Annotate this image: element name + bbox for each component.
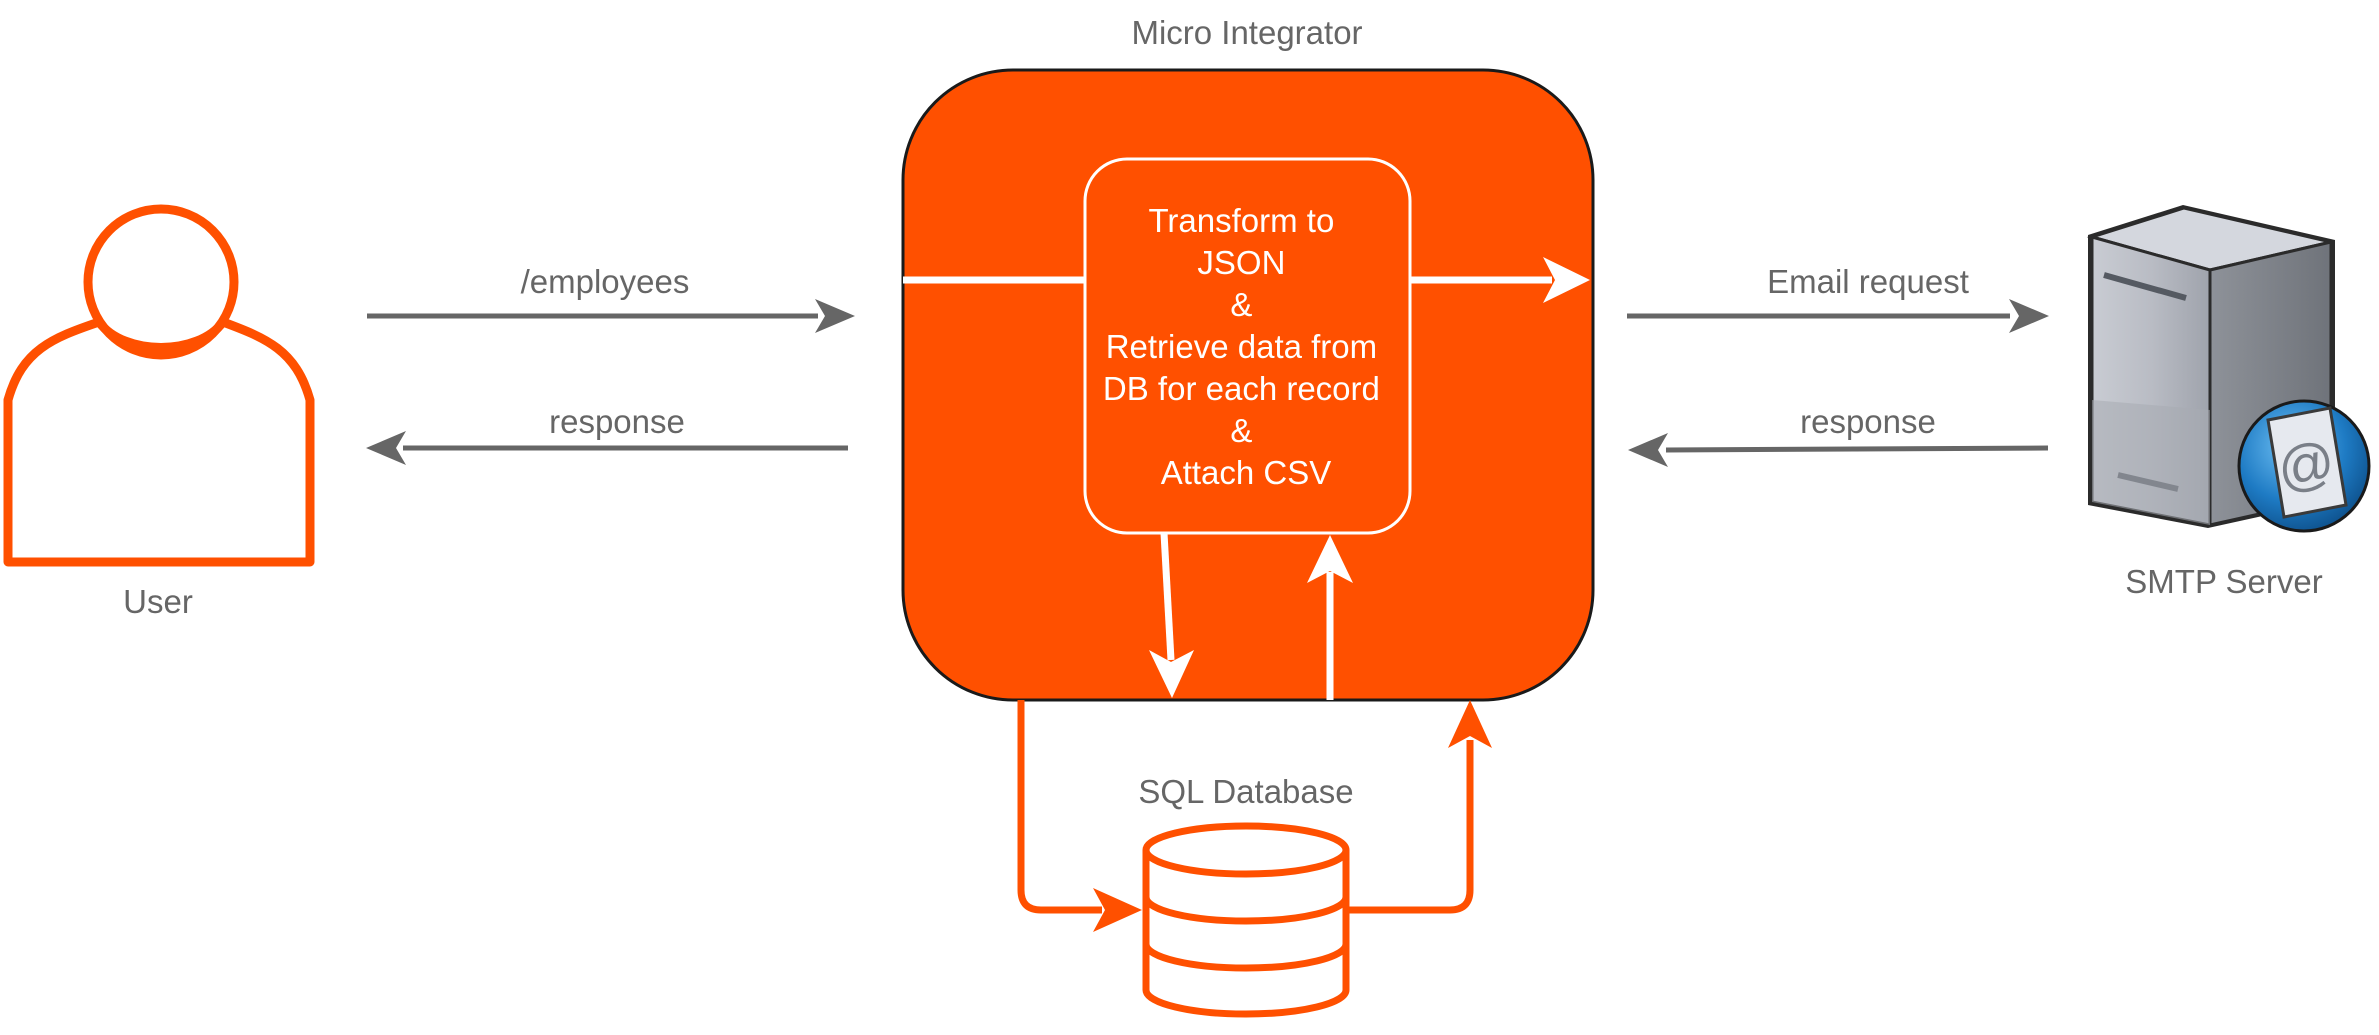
response-from-smtp-label: response (1800, 403, 1936, 440)
micro-integrator-title: Micro Integrator (1131, 14, 1362, 51)
response-to-user-arrow (366, 431, 848, 465)
email-request-arrow (1627, 299, 2049, 333)
response-to-user-label: response (549, 403, 685, 440)
user-icon (3, 204, 315, 567)
process-line: & (1230, 286, 1252, 323)
process-line: & (1230, 412, 1252, 449)
from-db-connector (1349, 700, 1492, 914)
svg-text:@: @ (2272, 428, 2340, 501)
process-box (1083, 157, 1412, 535)
response-from-smtp-arrow (1628, 433, 2049, 467)
process-line: JSON (1197, 244, 1285, 281)
user-label: User (123, 583, 193, 620)
mail-server-icon: @ (2086, 205, 2371, 533)
employees-request-arrow (367, 299, 855, 333)
process-line: Attach CSV (1161, 454, 1332, 491)
database-icon (1142, 822, 1350, 1018)
to-db-connector (1017, 700, 1142, 932)
process-line: Retrieve data from (1106, 328, 1377, 365)
process-line: DB for each record (1103, 370, 1380, 407)
email-request-label: Email request (1767, 263, 1969, 300)
employees-request-label: /employees (521, 263, 690, 300)
from-db-flow-arrow (1307, 535, 1353, 700)
process-line: Transform to (1149, 202, 1335, 239)
outbound-flow-arrow (1410, 257, 1590, 303)
process-text: Transform to JSON & Retrieve data from D… (1103, 202, 1389, 491)
to-db-flow-arrow (1149, 532, 1194, 698)
sql-database-label: SQL Database (1138, 773, 1353, 810)
smtp-server-label: SMTP Server (2125, 563, 2322, 600)
